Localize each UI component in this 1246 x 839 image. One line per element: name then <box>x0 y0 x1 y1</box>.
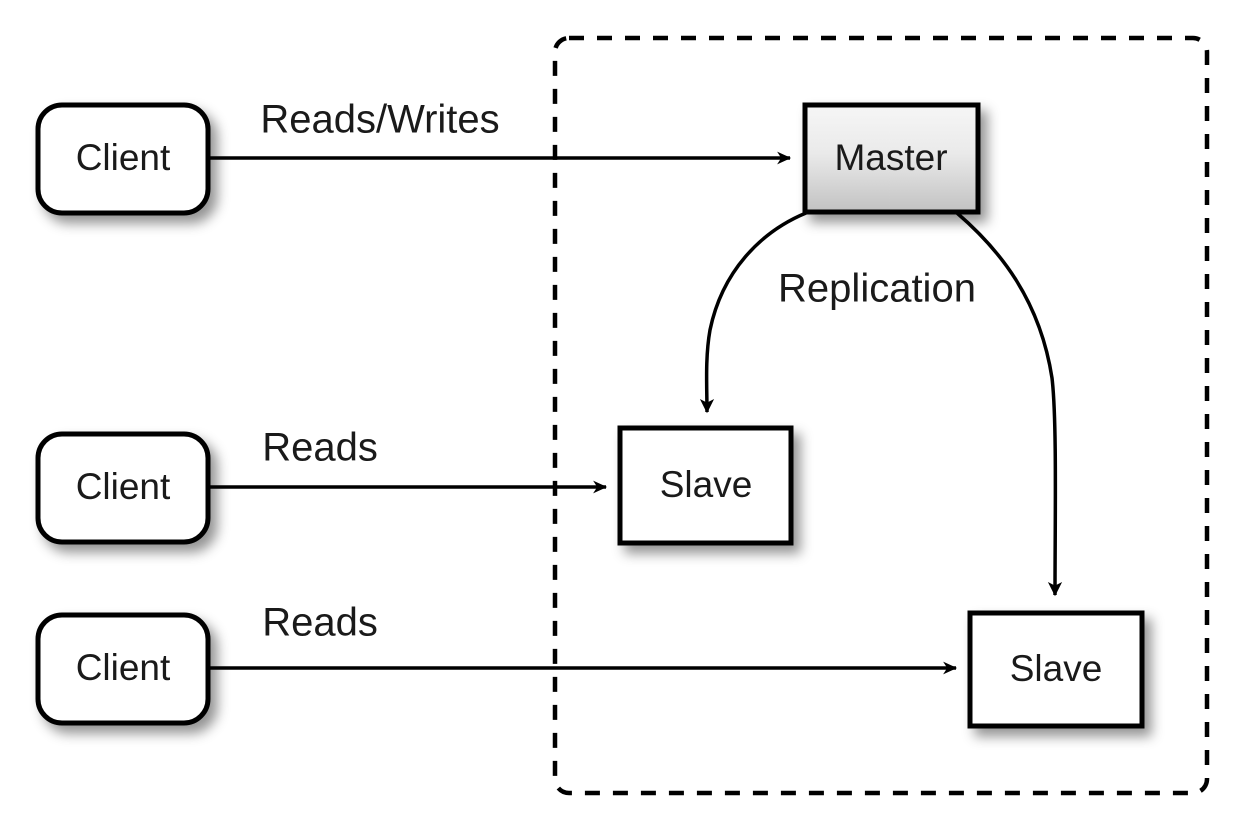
node-client-2[interactable] <box>35 431 211 545</box>
master-label: Master <box>834 137 947 178</box>
node-client-1[interactable] <box>35 102 211 216</box>
replication-cluster-boundary <box>552 35 1210 796</box>
edge-client2-to-slave1: Reads <box>208 426 608 494</box>
client-1-box[interactable] <box>35 102 211 216</box>
arrow-curve-replication-right <box>955 211 1063 597</box>
edge-master-to-slave2 <box>955 211 1063 597</box>
slave-1-label: Slave <box>660 464 753 505</box>
client-2-box[interactable] <box>35 431 211 545</box>
edge-label-reads-upper: Reads <box>262 426 378 470</box>
slave-1-box[interactable] <box>617 425 794 546</box>
edge-label-reads-writes: Reads/Writes <box>260 98 499 142</box>
client-3-box[interactable] <box>35 612 211 726</box>
edge-label-reads-lower: Reads <box>262 601 378 645</box>
edge-client3-to-slave2: Reads <box>208 601 958 675</box>
client-3-label: Client <box>76 647 171 688</box>
node-slave-1[interactable] <box>617 425 794 546</box>
edge-client1-to-master: Reads/Writes <box>208 98 792 165</box>
edge-master-to-slave1 <box>699 211 807 414</box>
slave-2-box[interactable] <box>967 610 1145 729</box>
slave-2-label: Slave <box>1010 648 1103 689</box>
edge-label-replication: Replication <box>778 267 976 311</box>
client-2-label: Client <box>76 466 171 507</box>
node-slave-2[interactable] <box>967 610 1145 729</box>
client-1-label: Client <box>76 137 171 178</box>
arrow-curve-replication-left <box>699 211 807 414</box>
node-master[interactable] <box>802 102 981 215</box>
node-client-3[interactable] <box>35 612 211 726</box>
master-box[interactable] <box>802 102 981 215</box>
